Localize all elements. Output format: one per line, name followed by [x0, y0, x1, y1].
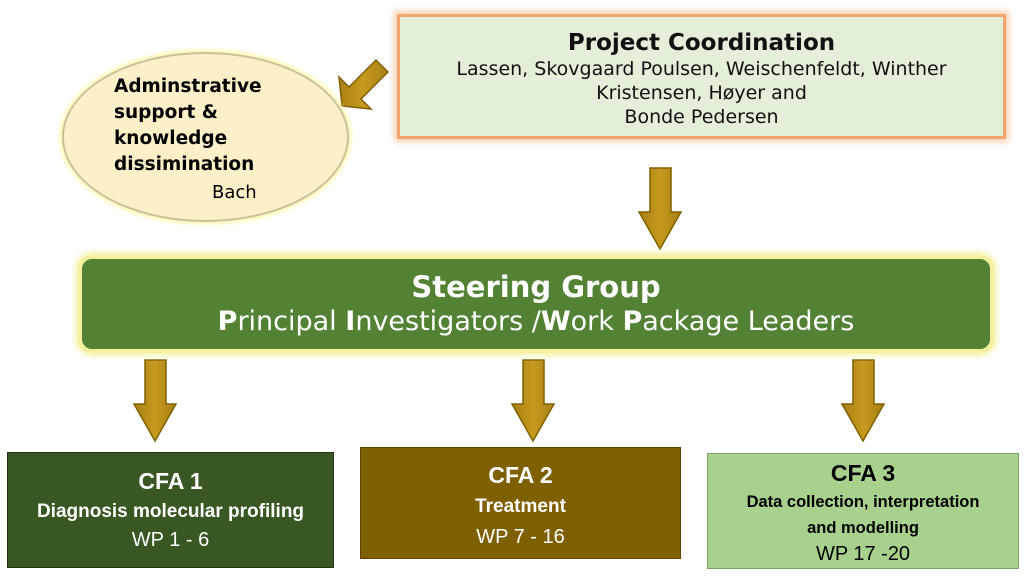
arrow-steering-to-cfa2 — [510, 359, 556, 443]
project-coordination-title: Project Coordination — [567, 30, 836, 56]
cfa-3-title-line-2: and modelling — [807, 519, 919, 537]
project-coordination-box: Project Coordination Lassen, Skovgaard P… — [397, 14, 1006, 139]
coordination-names-line-3: Bonde Pedersen — [624, 106, 779, 128]
cfa-2-box: CFA 2 Treatment WP 7 - 16 — [360, 447, 681, 559]
arrow-coord-to-steering — [637, 167, 683, 251]
admin-line-3: knowledge — [114, 128, 228, 149]
admin-support-title: Adminstrative support & knowledge dissim… — [114, 74, 262, 178]
steering-group-box: Steering Group Principal Investigators /… — [78, 255, 994, 353]
coordination-names-line-2: Kristensen, Høyer and — [596, 82, 807, 104]
subtitle-part-7: P — [622, 306, 643, 337]
admin-line-2: support & — [114, 102, 218, 123]
steering-group-title: Steering Group — [411, 270, 661, 304]
cfa-3-title-line-1: Data collection, interpretation — [746, 493, 980, 511]
arrow-steering-to-cfa1 — [132, 359, 178, 443]
admin-person: Bach — [212, 182, 257, 203]
cfa-1-heading: CFA 1 — [138, 468, 203, 494]
cfa-3-box: CFA 3 Data collection, interpretation an… — [707, 453, 1019, 569]
cfa-1-title: Diagnosis molecular profiling — [36, 501, 305, 522]
cfa-3-heading: CFA 3 — [830, 460, 896, 486]
cfa-3-wp: WP 17 -20 — [815, 543, 911, 565]
subtitle-part-1: P — [217, 306, 238, 337]
subtitle-part-8: ackage Leaders — [642, 306, 855, 337]
cfa-1-box: CFA 1 Diagnosis molecular profiling WP 1… — [7, 452, 334, 568]
arrow-coord-to-admin — [338, 58, 390, 110]
cfa-1-wp: WP 1 - 6 — [131, 529, 210, 551]
subtitle-part-6: ork — [570, 306, 623, 337]
steering-group-subtitle: Principal Investigators /Work Package Le… — [82, 304, 990, 340]
admin-line-1: Adminstrative — [114, 76, 262, 97]
subtitle-part-3: I — [345, 306, 356, 337]
admin-support-ellipse: Adminstrative support & knowledge dissim… — [62, 52, 349, 222]
subtitle-part-5: W — [540, 306, 571, 337]
cfa-2-heading: CFA 2 — [488, 462, 553, 488]
coordination-names-line-1: Lassen, Skovgaard Poulsen, Weischenfeldt… — [456, 58, 947, 80]
cfa-2-title: Treatment — [475, 496, 566, 517]
subtitle-part-2: rincipal — [237, 306, 346, 337]
subtitle-part-4: nvestigators / — [355, 306, 541, 337]
admin-line-4: dissimination — [114, 154, 255, 175]
cfa-2-wp: WP 7 - 16 — [476, 526, 565, 548]
arrow-steering-to-cfa3 — [840, 359, 886, 443]
